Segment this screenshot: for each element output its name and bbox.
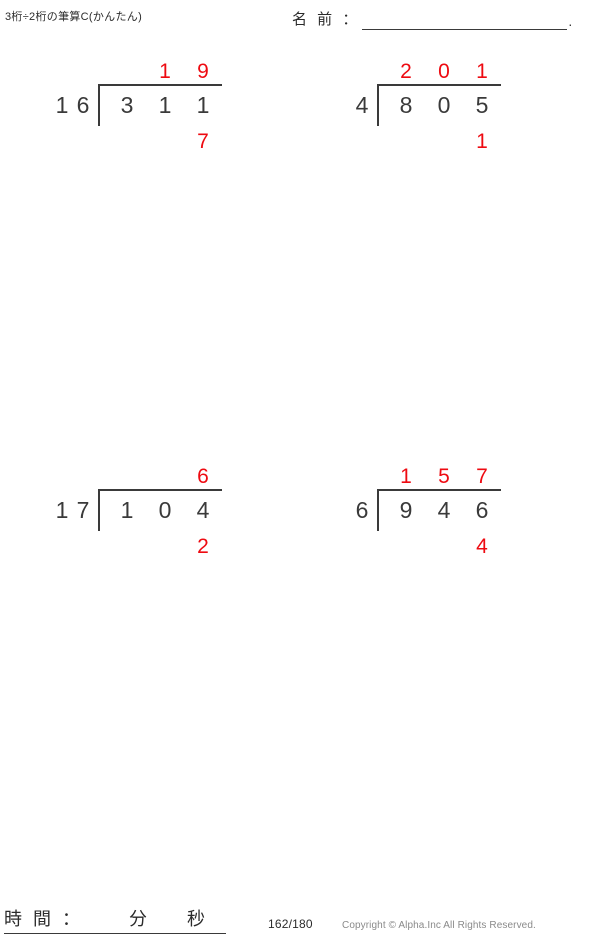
bracket-horizontal-line: [377, 84, 501, 86]
dividend-digit: 4: [196, 496, 210, 523]
page-number: 162/180: [268, 917, 313, 931]
problem-row: 1 6 1 9 3 1 1: [0, 58, 600, 463]
dividend-digit: 1: [196, 91, 210, 118]
division-bracket-2: 2 0 1 8 0 5 1: [377, 58, 501, 156]
dividend-digit: 1: [120, 496, 134, 523]
time-label: 時 間 ：: [4, 909, 84, 929]
divisor-2: 4: [352, 84, 373, 126]
remainder-digit: 2: [197, 534, 209, 558]
problem-grid: 1 6 1 9 3 1 1: [0, 58, 600, 557]
bracket-horizontal-line: [98, 489, 222, 491]
long-division-1: 1 6 1 9 3 1 1: [52, 58, 222, 156]
divisor-digit: 6: [355, 496, 370, 523]
remainder-1: 7: [108, 126, 222, 156]
bracket-vertical-line: [377, 489, 379, 531]
division-bracket-4: 1 5 7 9 4 6 4: [377, 463, 501, 561]
divisor-digit: 7: [76, 496, 91, 523]
remainder-2: 1: [387, 126, 501, 156]
dividend-digit: 6: [475, 496, 489, 523]
quotient-4: 1 5 7: [387, 463, 501, 489]
bracket-vertical-line: [377, 84, 379, 126]
bracket-horizontal-line: [98, 84, 222, 86]
dividend-4: 9 4 6: [387, 489, 501, 531]
quotient-digit: 9: [197, 59, 209, 83]
name-input-line[interactable]: [362, 12, 568, 30]
divisor-3: 1 7: [52, 489, 94, 531]
divisor-digit: 1: [55, 91, 70, 118]
name-label: 名 前 ：: [292, 11, 361, 28]
remainder-3: 2: [108, 531, 222, 561]
remainder-4: 4: [387, 531, 501, 561]
dividend-digit: 0: [158, 496, 172, 523]
divisor-digit: 6: [76, 91, 91, 118]
copyright-notice: Copyright © Alpha.Inc All Rights Reserve…: [342, 920, 536, 931]
quotient-3: 6: [108, 463, 222, 489]
bracket-vertical-line: [98, 489, 100, 531]
minutes-unit-label: 分: [129, 909, 148, 929]
dividend-digit: 1: [158, 91, 172, 118]
quotient-digit: 1: [159, 59, 171, 83]
quotient-digit: 2: [400, 59, 412, 83]
page-title: 3桁÷2桁の筆算C(かんたん): [5, 11, 143, 23]
dividend-digit: 0: [437, 91, 451, 118]
dividend-digit: 3: [120, 91, 134, 118]
long-division-3: 1 7 6 1 0 4: [52, 463, 222, 561]
dividend-digit: 4: [437, 496, 451, 523]
seconds-unit-label: 秒: [187, 909, 206, 929]
division-bracket-1: 1 9 3 1 1 7: [98, 58, 222, 156]
remainder-digit: 7: [197, 129, 209, 153]
dividend-1: 3 1 1: [108, 84, 222, 126]
divisor-digit: 4: [355, 91, 370, 118]
bracket-vertical-line: [98, 84, 100, 126]
quotient-digit: 7: [476, 464, 488, 488]
dividend-digit: 5: [475, 91, 489, 118]
dividend-2: 8 0 5: [387, 84, 501, 126]
page-footer: 時 間 ： 分 秒 162/180 Copyright © Alpha.Inc …: [0, 900, 600, 944]
bracket-horizontal-line: [377, 489, 501, 491]
time-field-block: 時 間 ： 分 秒: [4, 905, 226, 934]
division-bracket-3: 6 1 0 4 2: [98, 463, 222, 561]
quotient-1: 1 9: [108, 58, 222, 84]
problem-cell-2: 4 2 0 1 8 0 5: [300, 58, 600, 463]
long-division-2: 4 2 0 1 8 0 5: [352, 58, 501, 156]
name-field-block: 名 前 ： .: [292, 8, 572, 30]
remainder-digit: 1: [476, 129, 488, 153]
long-division-4: 6 1 5 7 9 4 6: [352, 463, 501, 561]
quotient-digit: 0: [438, 59, 450, 83]
problem-cell-1: 1 6 1 9 3 1 1: [0, 58, 300, 463]
quotient-digit: 6: [197, 464, 209, 488]
dividend-digit: 8: [399, 91, 413, 118]
dividend-digit: 9: [399, 496, 413, 523]
quotient-digit: 1: [476, 59, 488, 83]
divisor-1: 1 6: [52, 84, 94, 126]
divisor-digit: 1: [55, 496, 70, 523]
quotient-2: 2 0 1: [387, 58, 501, 84]
name-trailing-dot: .: [568, 13, 573, 29]
quotient-digit: 1: [400, 464, 412, 488]
quotient-digit: 5: [438, 464, 450, 488]
dividend-3: 1 0 4: [108, 489, 222, 531]
remainder-digit: 4: [476, 534, 488, 558]
divisor-4: 6: [352, 489, 373, 531]
